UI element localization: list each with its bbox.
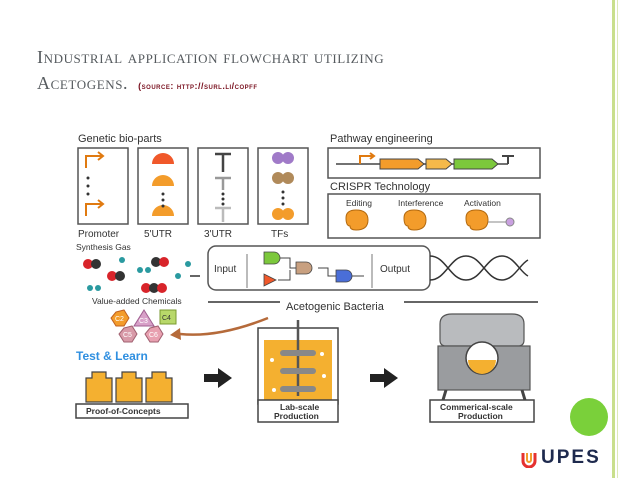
chem-c4: C4 bbox=[162, 315, 171, 322]
commercial-scale-box bbox=[429, 399, 535, 423]
part-label-promoter: Promoter bbox=[78, 229, 120, 240]
right-accent-line bbox=[617, 0, 618, 478]
crispr-interference-label: Interference bbox=[398, 198, 444, 208]
bacteria-label: Acetogenic Bacteria bbox=[286, 301, 385, 313]
pathway-terminator-icon bbox=[502, 155, 514, 164]
proof-of-concepts-box bbox=[75, 403, 189, 419]
crispr-box bbox=[327, 193, 541, 239]
utr3-t-3 bbox=[215, 206, 231, 222]
source-label: (source: http://surl.li/copff bbox=[138, 81, 258, 91]
utr5-box bbox=[137, 147, 189, 225]
upes-logo-icon bbox=[521, 453, 537, 468]
pathway-title: Pathway engineering bbox=[330, 133, 433, 145]
utr3-t-2 bbox=[215, 176, 231, 190]
stage-lab-line1: Lab-scale bbox=[280, 402, 319, 412]
stage-proof-label: Proof-of-Concepts bbox=[86, 406, 161, 416]
pathway-gene-1 bbox=[379, 158, 425, 170]
promoter-arrow-1 bbox=[85, 151, 105, 168]
right-accent-bar bbox=[612, 0, 615, 478]
logic-gate-tan bbox=[295, 261, 313, 275]
stage-commercial-line1: Commerical-scale bbox=[440, 402, 513, 412]
utr5-shape-3 bbox=[152, 205, 174, 216]
circuit-input-label: Input bbox=[214, 264, 236, 275]
commercial-tank bbox=[437, 313, 531, 411]
green-accent-circle bbox=[570, 398, 608, 436]
synthesis-gas-label: Synthesis Gas bbox=[76, 242, 131, 252]
tfs-box bbox=[257, 147, 309, 225]
crispr-editing-cas bbox=[345, 209, 369, 231]
utr3-box bbox=[197, 147, 249, 225]
chemicals-return-arrow bbox=[179, 316, 269, 336]
gas-molecules bbox=[83, 257, 191, 293]
chem-c3: C3 bbox=[139, 318, 148, 325]
pathway-gene-3 bbox=[453, 158, 499, 170]
genetic-parts-title: Genetic bio-parts bbox=[78, 133, 162, 145]
promoter-arrow-2 bbox=[85, 199, 105, 216]
flowchart-figure: Genetic bio-parts Promoter 5'UTR 3'UTR T… bbox=[68, 128, 544, 435]
crispr-activation-cas bbox=[465, 209, 489, 231]
pathway-gene-2 bbox=[425, 158, 453, 170]
utr5-shape-1 bbox=[152, 153, 174, 164]
pathway-box bbox=[327, 147, 541, 179]
chem-c6: C6 bbox=[149, 332, 158, 339]
utr5-shape-2 bbox=[152, 175, 174, 186]
part-label-5utr: 5'UTR bbox=[144, 229, 172, 240]
logic-gate-blue bbox=[335, 269, 353, 283]
crispr-interference-cas bbox=[403, 209, 427, 231]
upes-logo-text: UPES bbox=[541, 447, 601, 468]
value-added-label: Value-added Chemicals bbox=[92, 296, 182, 306]
proof-bottles bbox=[85, 371, 173, 403]
flowchart-svg: Genetic bio-parts Promoter 5'UTR 3'UTR T… bbox=[68, 128, 544, 430]
chem-c5: C5 bbox=[123, 332, 132, 339]
stage-commercial-line2: Production bbox=[458, 411, 503, 421]
test-learn-label: Test & Learn bbox=[76, 349, 148, 363]
lab-scale-box bbox=[257, 399, 339, 423]
part-label-tfs: TFs bbox=[271, 229, 288, 240]
part-label-3utr: 3'UTR bbox=[204, 229, 232, 240]
dna-helix bbox=[429, 255, 529, 281]
logic-gate-orange bbox=[263, 273, 277, 287]
lab-bioreactor bbox=[257, 320, 339, 405]
title-line-2: Acetogens. bbox=[37, 73, 129, 93]
title-line-1: Industrial application flowchart utilizi… bbox=[37, 47, 385, 67]
crispr-activation-label: Activation bbox=[464, 198, 501, 208]
pathway-promoter-icon bbox=[359, 152, 376, 164]
crispr-editing-label: Editing bbox=[346, 198, 372, 208]
arrow-to-commercial bbox=[370, 368, 398, 388]
crispr-title: CRISPR Technology bbox=[330, 181, 431, 193]
slide-title: Industrial application flowchart utilizi… bbox=[37, 44, 577, 99]
promoter-box bbox=[77, 147, 129, 225]
chem-c2: C2 bbox=[115, 316, 124, 323]
arrow-to-lab bbox=[204, 368, 232, 388]
logic-gate-green bbox=[263, 251, 281, 265]
circuit-output-label: Output bbox=[380, 264, 410, 275]
utr3-t-1 bbox=[215, 152, 231, 172]
stage-lab-line2: Production bbox=[274, 411, 319, 421]
genetic-circuit-box bbox=[207, 245, 431, 291]
